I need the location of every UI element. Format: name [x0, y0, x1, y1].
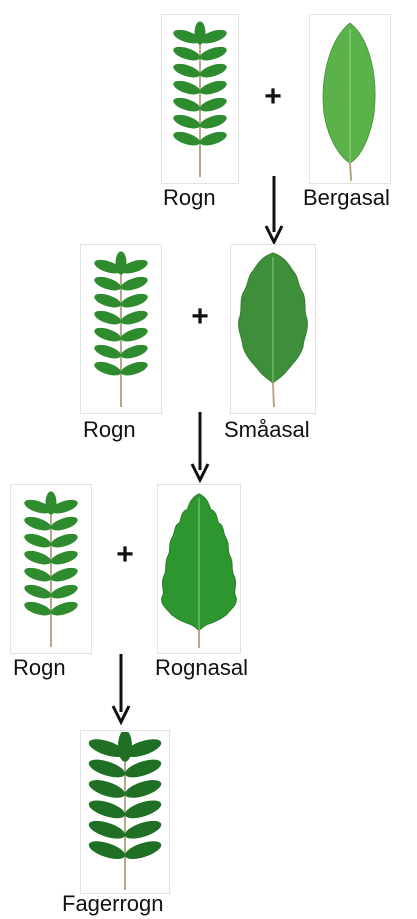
rowan-leaf-icon: [86, 249, 156, 409]
plus-sign-3: +: [110, 540, 140, 570]
fagerrogn-label: Fagerrogn: [62, 892, 164, 916]
down-arrow-3: [111, 654, 131, 726]
down-arrow-2: [190, 412, 210, 484]
smaasal-leaf-icon: [233, 247, 313, 411]
fagerrogn-leaf-card: [80, 730, 170, 894]
bergasal-leaf-icon: [312, 17, 388, 181]
rognasal-leaf-icon: [158, 486, 240, 652]
rogn-leaf-card-3: [10, 484, 92, 654]
fagerrogn-leaf-icon: [82, 732, 168, 892]
plus-sign-2: +: [185, 302, 215, 332]
down-arrow-1: [264, 176, 284, 246]
plus-sign-1: +: [258, 82, 288, 112]
bergasal-leaf-card: [309, 14, 391, 184]
rogn-leaf-card-1: [161, 14, 239, 184]
smaasal-leaf-card: [230, 244, 316, 414]
bergasal-label: Bergasal: [303, 186, 390, 210]
rogn-label-3: Rogn: [13, 656, 66, 680]
rogn-label-2: Rogn: [83, 418, 136, 442]
smaasal-label: Småasal: [224, 418, 310, 442]
rowan-leaf-icon: [165, 19, 235, 179]
rogn-leaf-card-2: [80, 244, 162, 414]
rogn-label-1: Rogn: [163, 186, 216, 210]
rognasal-leaf-card: [157, 484, 241, 654]
rognasal-label: Rognasal: [155, 656, 248, 680]
rowan-leaf-icon: [16, 489, 86, 649]
